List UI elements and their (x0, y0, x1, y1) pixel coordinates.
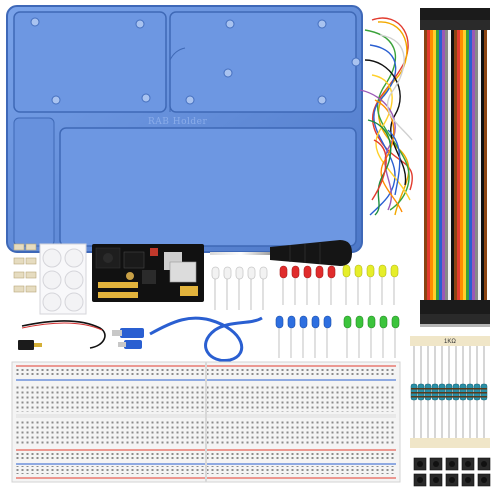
breadboard-icon (11, 361, 401, 483)
rubber-feet-icon (39, 243, 87, 315)
ribbon-cable-icon (420, 8, 490, 327)
resistor-strip-label: 1KΩ (444, 339, 456, 345)
power-module-icon (92, 244, 204, 302)
screwdriver-icon (210, 240, 352, 266)
dc-plug-cable-icon (18, 320, 106, 350)
led-icon (211, 264, 400, 358)
jumper-wires-icon (359, 17, 413, 216)
standoff-icon (13, 243, 37, 293)
holder-label: RAB Holder (148, 117, 207, 127)
plastic-holder-icon (6, 5, 363, 253)
push-button-icon (413, 457, 491, 487)
usb-cable-icon (112, 316, 263, 363)
resistor-icon (410, 336, 490, 448)
